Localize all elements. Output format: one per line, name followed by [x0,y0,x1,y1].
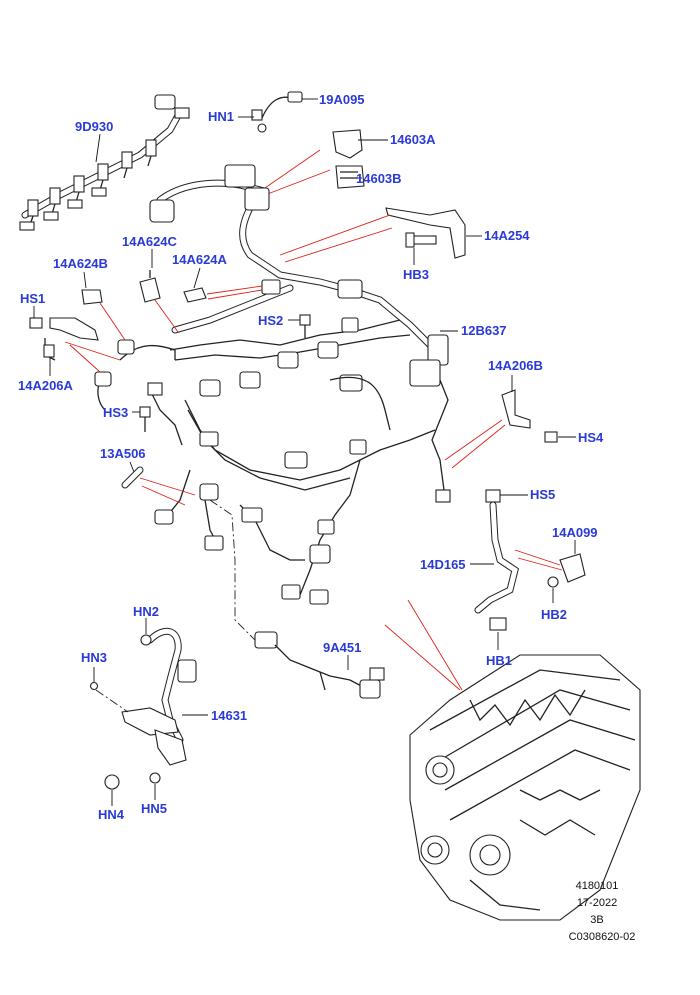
main-harness [94,164,451,605]
callout-hs3: HS3 [103,405,129,420]
callout-hb3: HB3 [403,267,430,282]
harness-9a451 [254,631,385,699]
callout-hb1: HB1 [486,653,513,668]
bolt-hs2 [299,314,311,338]
callout-hn5: HN5 [141,801,168,816]
info-line-3: 3B [590,914,604,926]
callout-hs5: HS5 [530,487,556,502]
callout-9d930: 9D930 [75,119,114,134]
callout-hb2: HB2 [541,607,568,622]
info-line-2: 17-2022 [576,897,618,909]
callout-9a451: 9A451 [323,640,362,655]
callout-19a095: 19A095 [319,92,365,107]
sensor-lead-19a095 [251,91,303,133]
connector-14603b [335,165,365,189]
callout-14a624c: 14A624C [122,234,177,249]
callout-14603b: 14603B [356,171,402,186]
bolt-hs3 [139,406,151,432]
callout-14631: 14631 [211,708,248,723]
callout-12b637: 12B637 [461,323,507,338]
callout-14a624b: 14A624B [53,256,108,271]
injector-harness-9d930 [19,94,190,231]
callout-14a206b: 14A206B [488,358,543,373]
callout-14a206a: 14A206A [18,378,73,393]
callout-hn4: HN4 [98,807,125,822]
callout-hs1: HS1 [20,291,46,306]
sensor-14a624a [183,287,207,303]
callout-14603a: 14603A [390,132,436,147]
callout-14a099: 14A099 [552,525,598,540]
callout-hs2: HS2 [258,313,284,328]
connector-14603a [332,129,363,159]
callout-14d165: 14D165 [420,557,466,572]
sensor-14a099 [547,553,586,588]
info-line-4: C0308620-02 [568,931,636,943]
pipe-14631 [89,627,197,790]
callout-14a624a: 14A624A [172,252,227,267]
bracket-14a254 [385,207,466,259]
callout-hn2: HN2 [133,604,160,619]
callout-13a506: 13A506 [100,446,146,461]
engine-block [409,654,641,921]
bracket-14a206b [501,389,558,443]
sensor-14a624b [81,289,103,305]
callout-14a254: 14A254 [484,228,530,243]
callout-hs4: HS4 [578,430,604,445]
bracket-14a206a [29,317,99,361]
info-line-1: 4180101 [575,880,619,892]
pipe-14d165 [474,489,519,631]
callout-hn3: HN3 [81,650,108,665]
sensor-14a624c [139,270,161,303]
callout-hn1: HN1 [208,109,235,124]
hose-13a506 [121,466,144,489]
